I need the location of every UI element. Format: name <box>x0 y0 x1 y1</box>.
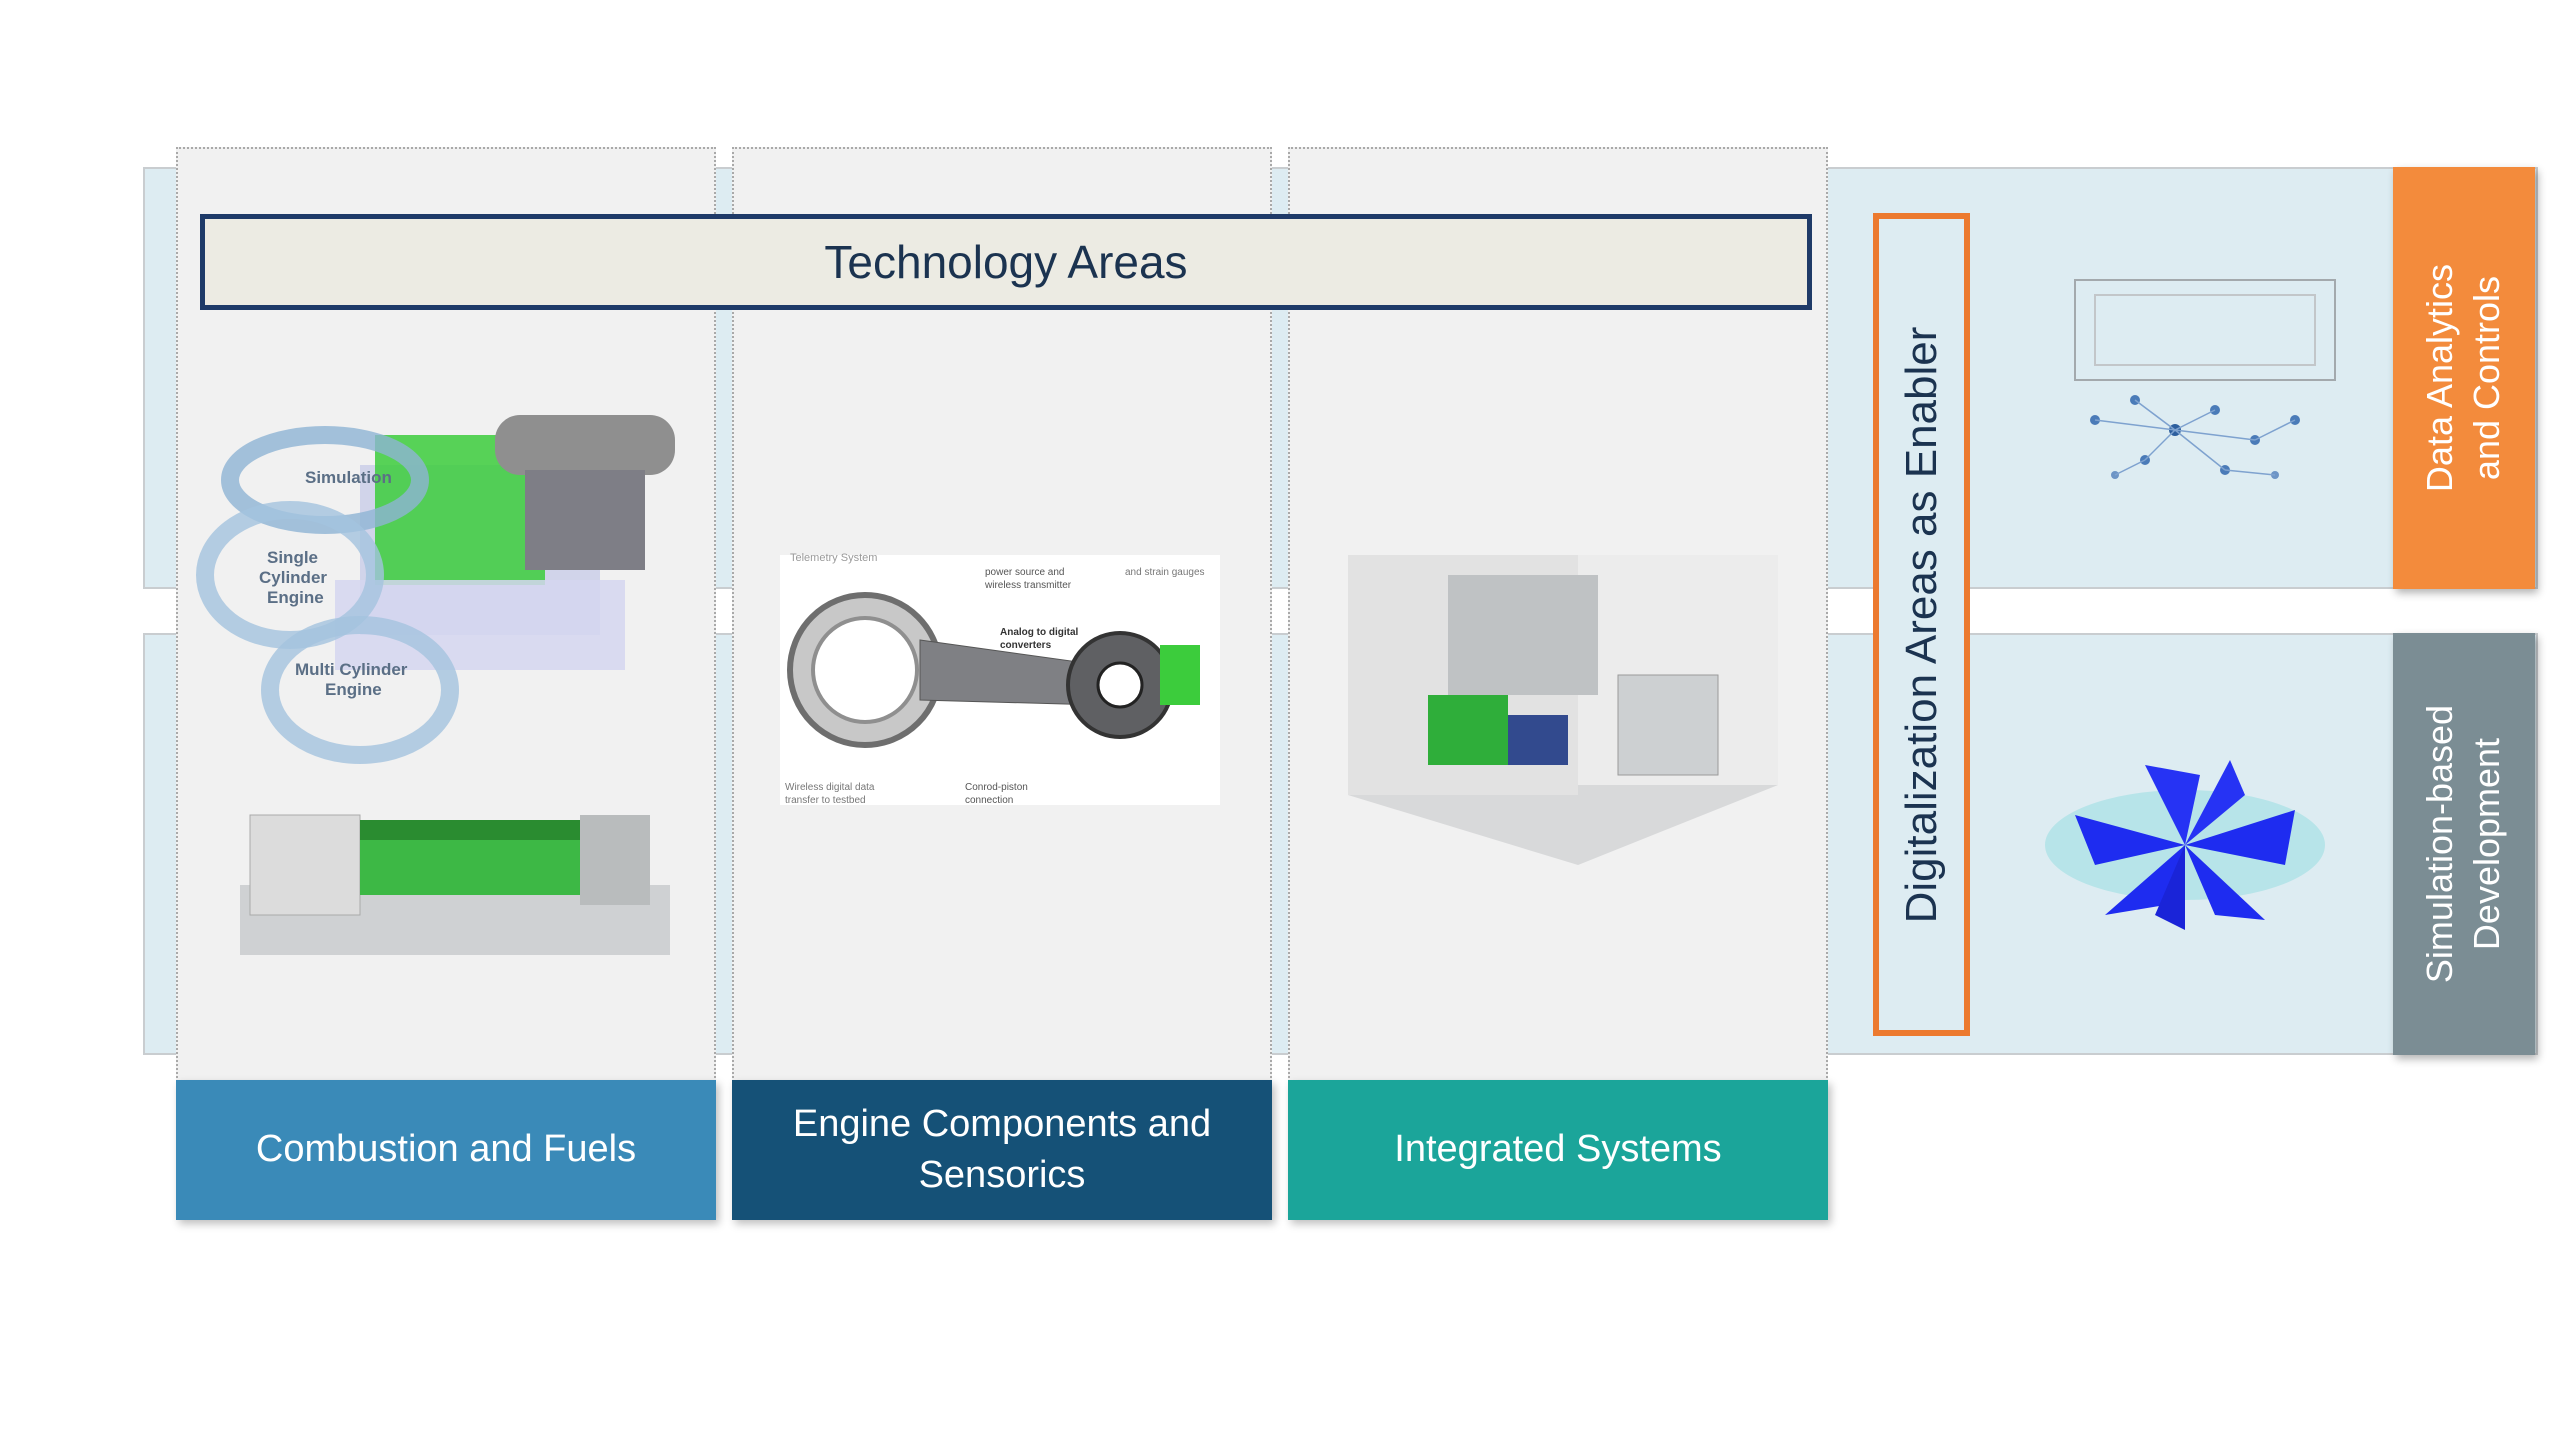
simulation-cycle-illustration: Simulation Single Cylinder Engine Multi … <box>196 415 675 764</box>
cycle-label-cylinder: Cylinder <box>259 568 327 587</box>
engine-exhaust <box>495 415 675 475</box>
conrod-label-wireless2: transfer to testbed <box>785 795 866 806</box>
network-edge <box>2114 459 2146 476</box>
simulation-petal <box>2155 845 2185 930</box>
conrod-green-marker <box>1160 645 1200 705</box>
conrod-sensor <box>1096 661 1144 709</box>
conrod-illustration: Telemetry System power source and wirele… <box>780 552 1220 806</box>
network-edge <box>2094 419 2176 431</box>
digitalization-enabler-box: Digitalization Areas as Enabler <box>1873 213 1970 1036</box>
column-label-combustion[interactable]: Combustion and Fuels <box>176 1080 716 1220</box>
page-title-text: Technology Areas <box>824 236 1188 288</box>
column-label-integrated-systems-text: Integrated Systems <box>1394 1128 1722 1171</box>
cycle-label-single: Single <box>267 548 318 567</box>
cycle-arrow-multi <box>261 616 459 764</box>
genset-engine-top <box>360 820 580 840</box>
conrod-label-conrod2: connection <box>965 795 1013 806</box>
plant-engine-green <box>1428 695 1508 765</box>
conrod-label-telemetry: Telemetry System <box>790 552 877 564</box>
network-edge <box>2254 419 2296 441</box>
genset-turbo <box>580 815 650 905</box>
conrod-big-end-bore <box>811 616 919 724</box>
side-tab-data-analytics-text: Data Analytics and Controls <box>2417 264 2511 492</box>
side-tab-data-analytics-line1: Data Analytics <box>2419 263 2461 493</box>
simulation-petal <box>2185 760 2245 845</box>
engine-block-dark <box>525 470 645 570</box>
column-label-engine-components-line2: Sensorics <box>918 1154 1086 1196</box>
integrated-plant-illustration <box>1348 555 1778 865</box>
conrod-label-adc2: converters <box>1000 640 1052 651</box>
analytics-engine-sketch-inner <box>2094 294 2316 366</box>
network-edge <box>2174 429 2256 441</box>
simulation-petal <box>2185 845 2265 920</box>
side-tab-simulation-development-line2: Development <box>2466 737 2507 951</box>
cycle-label-multi: Multi Cylinder <box>295 660 408 679</box>
column-label-engine-components[interactable]: Engine Components and Sensorics <box>732 1080 1272 1220</box>
genset-engine-green <box>360 835 580 895</box>
column-label-engine-components-line1: Engine Components and <box>792 1102 1212 1145</box>
conrod-label-wireless-tx: wireless transmitter <box>984 580 1072 591</box>
conrod-label-wireless1: Wireless digital data <box>785 782 875 793</box>
column-label-combustion-text: Combustion and Fuels <box>255 1128 637 1171</box>
digitalization-enabler-text: Digitalization Areas as Enabler <box>1896 326 1946 923</box>
conrod-label-power: power source and <box>985 567 1065 578</box>
side-tab-simulation-development-line1: Simulation-based <box>2419 704 2461 984</box>
conrod-label-strain: and strain gauges <box>1125 567 1205 578</box>
cycle-label-engine2: Engine <box>325 680 382 699</box>
simulation-petal <box>2185 810 2295 865</box>
conrod-label-conrod1: Conrod-piston <box>965 782 1028 793</box>
genset-illustration <box>240 814 670 955</box>
network-edge <box>2174 409 2216 431</box>
network-edge <box>2224 469 2276 476</box>
network-edge <box>2174 429 2226 471</box>
side-tab-data-analytics[interactable]: Data Analytics and Controls <box>2393 167 2535 589</box>
network-edge <box>2144 429 2176 461</box>
plant-pipes <box>1448 575 1598 695</box>
simulation-flow-illustration <box>2045 760 2325 930</box>
plant-generator <box>1508 715 1568 765</box>
data-analytics-illustration <box>2074 279 2336 479</box>
column-label-integrated-systems[interactable]: Integrated Systems <box>1288 1080 1828 1220</box>
side-tab-simulation-development[interactable]: Simulation-based Development <box>2393 633 2535 1055</box>
side-tab-data-analytics-line2: and Controls <box>2466 275 2507 481</box>
simulation-petal <box>2075 815 2185 865</box>
network-edge <box>2134 399 2176 431</box>
simulation-petal <box>2145 765 2200 845</box>
page-title: Technology Areas <box>200 214 1812 310</box>
conrod-label-adc1: Analog to digital <box>1000 627 1079 638</box>
plant-tank <box>1617 674 1719 776</box>
genset-generator <box>249 814 361 916</box>
side-tab-simulation-development-text: Simulation-based Development <box>2417 705 2511 983</box>
analytics-engine-sketch <box>2074 279 2336 381</box>
cycle-label-engine1: Engine <box>267 588 324 607</box>
cycle-label-simulation: Simulation <box>305 468 392 487</box>
